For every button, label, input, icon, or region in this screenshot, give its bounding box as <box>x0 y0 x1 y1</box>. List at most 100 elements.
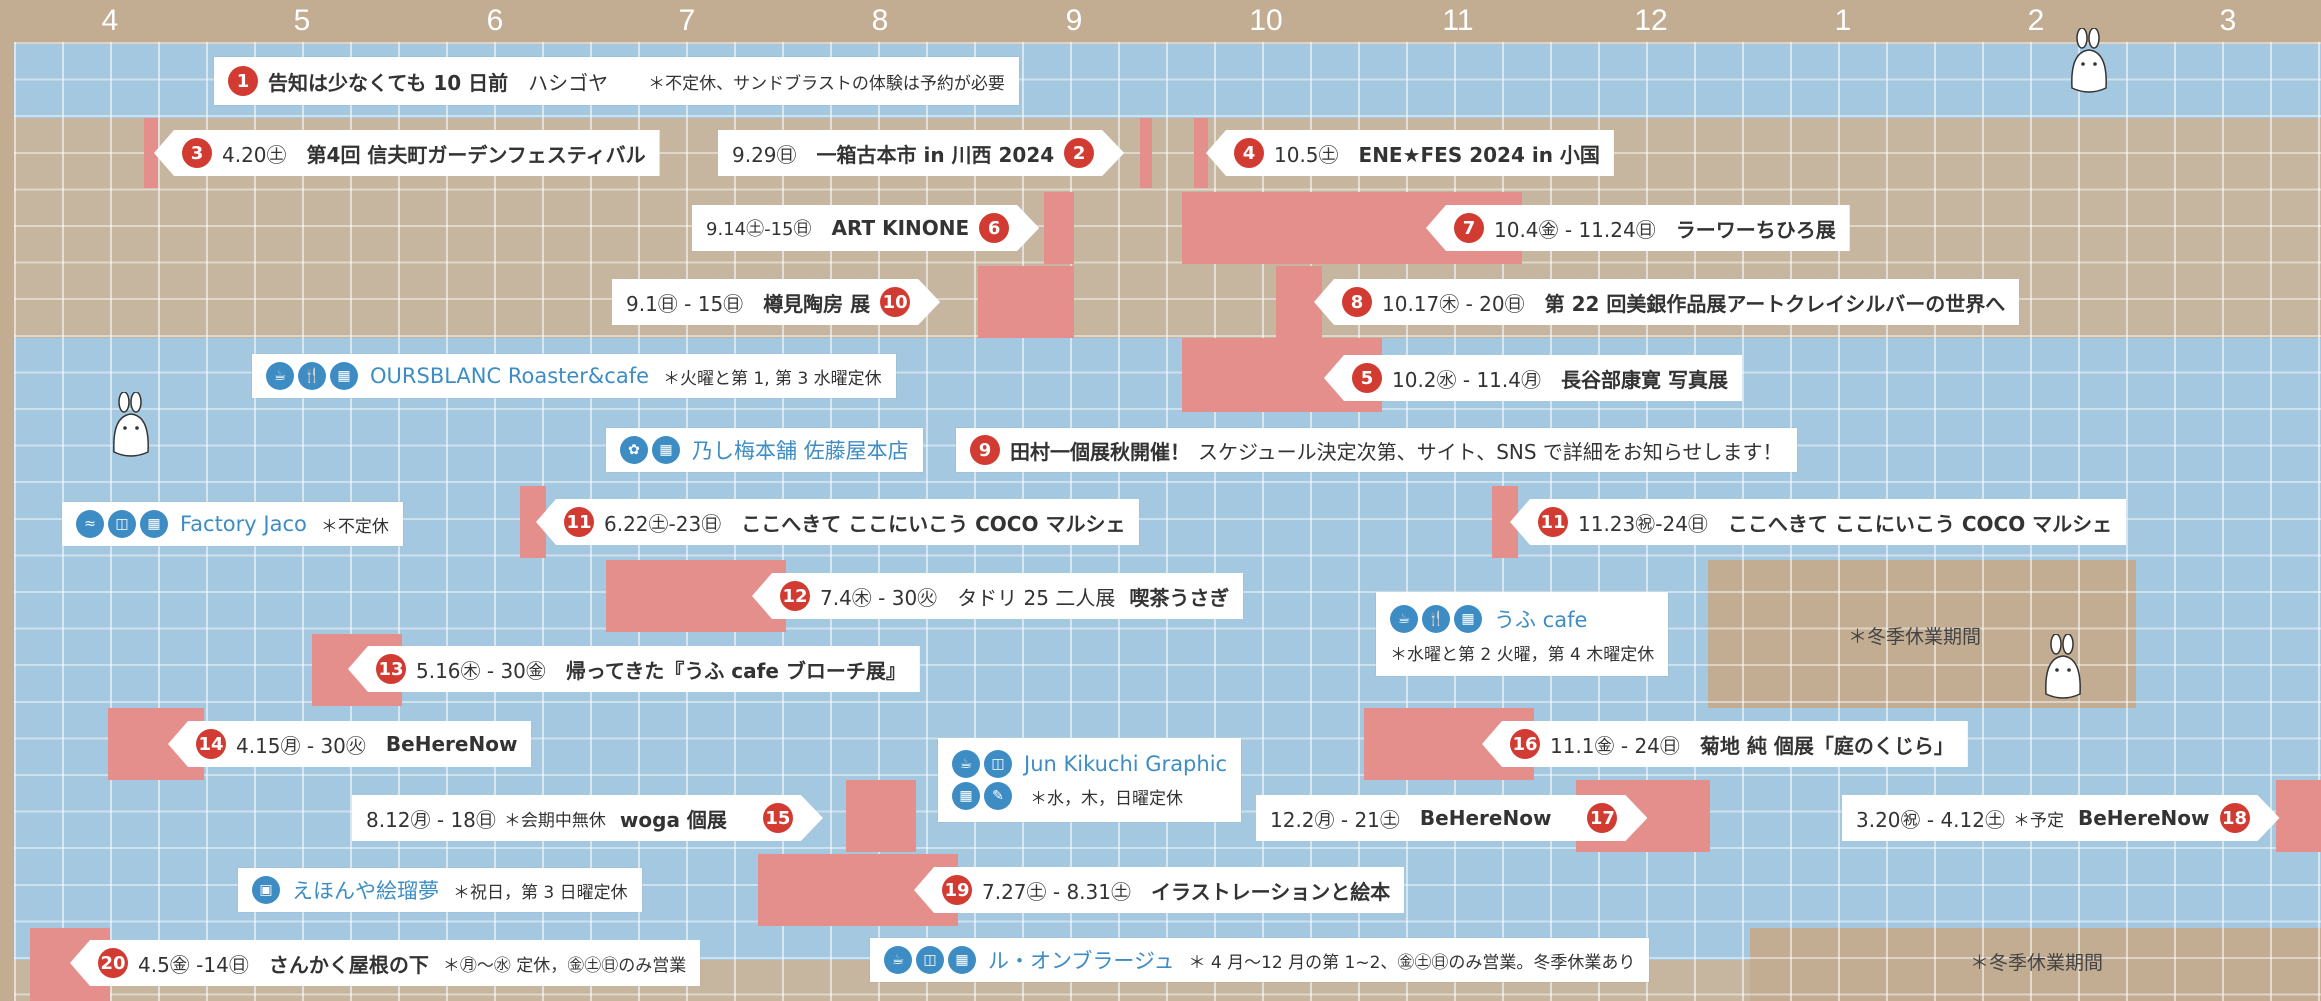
event-number-badge: 5 <box>1352 363 1382 393</box>
event-title: 第 22 回美銀作品展アートクレイシルバーの世界へ <box>1544 291 2006 316</box>
event-card[interactable]: 4 10.5㊏ ENE★FES 2024 in 小国 <box>1206 130 1614 176</box>
shop-note: ＊水，木，日曜定休 <box>1030 788 1183 809</box>
event-date: 7.4㊍ - 30㊋ <box>820 585 938 610</box>
month-label: 2 <box>2027 4 2045 37</box>
event-card[interactable]: 3.20㊗ - 4.12㊏ ＊予定 BeHereNow 18 <box>1842 795 2280 841</box>
event-number-badge: 11 <box>564 507 594 537</box>
cup-icon: ☕ <box>952 750 980 778</box>
duration-bar <box>978 266 1074 338</box>
event-card[interactable]: 20 4.5㊎ -14㊐ さんかく屋根の下 ＊㊊〜㊌ 定休，㊎㊏㊐のみ営業 <box>70 940 701 986</box>
event-card[interactable]: 14 4.15㊊ - 30㊋ BeHereNow <box>168 721 532 767</box>
shop-icon: ▦ <box>948 946 976 974</box>
event-number-badge: 6 <box>979 213 1009 243</box>
event-number-badge: 18 <box>2220 803 2250 833</box>
gallery-icon: ◫ <box>108 510 136 538</box>
gallery-icon: ◫ <box>916 946 944 974</box>
shop-note: ＊水曜と第 2 火曜，第 4 木曜定休 <box>1390 644 1655 665</box>
month-label: 10 <box>1249 4 1283 37</box>
event-number-badge: 7 <box>1454 213 1484 243</box>
event-title: 第4回 信夫町ガーデンフェスティバル <box>306 142 646 167</box>
event-date: 11.23㊗-24㊐ <box>1578 511 1708 536</box>
month-label: 3 <box>2219 4 2237 37</box>
event-card[interactable]: 12 7.4㊍ - 30㊋ タドリ 25 二人展 喫茶うさぎ <box>752 573 1244 619</box>
shop-card[interactable]: ≈ ◫ ▦ Factory Jaco ＊不定休 <box>62 502 403 546</box>
event-title: ART KINONE <box>831 216 970 240</box>
event-card[interactable]: 9.29㊐ 一箱古本市 in 川西 2024 2 <box>718 130 1124 176</box>
shop-card[interactable]: ✿ ▦ 乃し梅本舗 佐藤屋本店 <box>606 428 923 472</box>
gallery-icon: ◫ <box>984 750 1012 778</box>
duration-bar <box>2276 780 2321 852</box>
event-card[interactable]: 11 11.23㊗-24㊐ ここへきて ここにいこう COCO マルシェ <box>1510 499 2127 545</box>
event-date: 10.4㊎ - 11.24㊐ <box>1494 217 1656 242</box>
event-card[interactable]: 8.12㊊ - 18㊐ ＊会期中無休 woga 個展 15 <box>352 795 823 841</box>
event-date: 9.29㊐ <box>732 142 797 167</box>
event-card[interactable]: 19 7.27㊏ - 8.31㊏ イラストレーションと絵本 <box>914 867 1405 913</box>
event-number-badge: 8 <box>1342 287 1372 317</box>
cup-icon: ☕ <box>884 946 912 974</box>
event-card[interactable]: 8 10.17㊍ - 20㊐ 第 22 回美銀作品展アートクレイシルバーの世界へ <box>1314 279 2020 325</box>
month-label: 11 <box>1442 4 1474 37</box>
shop-note: ＊不定休 <box>320 516 389 537</box>
event-date: 12.2㊊ - 21㊏ <box>1270 807 1400 832</box>
event-number-badge: 16 <box>1510 729 1540 759</box>
event-card[interactable]: 7 10.4㊎ - 11.24㊐ ラーワーちひろ展 <box>1426 205 1850 251</box>
event-title: 帰ってきた『うふ cafe ブローチ展』 <box>565 658 906 683</box>
shop-name: Factory Jaco <box>180 512 307 536</box>
event-date: 4.5㊎ -14㊐ <box>138 952 249 977</box>
event-card[interactable]: 9.14㊏-15㊐ ART KINONE 6 <box>692 205 1039 251</box>
event-note: ＊不定休、サンドブラストの体験は予約が必要 <box>648 73 1005 94</box>
cup-icon: ☕ <box>1390 604 1418 633</box>
event-date: 10.17㊍ - 20㊐ <box>1382 291 1525 316</box>
event-title: さんかく屋根の下 <box>268 952 429 977</box>
month-label: 1 <box>1834 4 1852 37</box>
event-number-badge: 15 <box>763 803 793 833</box>
event-card[interactable]: 13 5.16㊍ - 30㊎ 帰ってきた『うふ cafe ブローチ展』 <box>348 646 920 692</box>
shop-name: えほんや絵瑠夢 <box>292 879 439 903</box>
event-date: 4.15㊊ - 30㊋ <box>236 733 366 758</box>
event-card[interactable]: 12.2㊊ - 21㊏ BeHereNow 17 <box>1256 795 1647 841</box>
book-icon: ▣ <box>252 876 280 904</box>
event-title: ここへきて ここにいこう COCO マルシェ <box>741 511 1126 536</box>
fork-knife-icon: 🍴 <box>1422 604 1450 633</box>
event-venue: タドリ 25 二人展 <box>957 585 1116 610</box>
event-number-badge: 2 <box>1064 138 1094 168</box>
event-card[interactable]: 11 6.22㊏-23㊐ ここへきて ここにいこう COCO マルシェ <box>536 499 1140 545</box>
event-title: 喫茶うさぎ <box>1129 585 1230 610</box>
shop-card[interactable]: ▣ えほんや絵瑠夢 ＊祝日，第 3 日曜定休 <box>238 868 642 912</box>
event-date: 10.5㊏ <box>1274 142 1339 167</box>
event-number-badge: 14 <box>196 729 226 759</box>
event-date: 3.20㊗ - 4.12㊏ <box>1856 807 2005 832</box>
event-date: 7.27㊏ - 8.31㊏ <box>982 879 1131 904</box>
event-number-badge: 10 <box>880 287 910 317</box>
shop-icon: ▦ <box>652 436 680 464</box>
bunny-icon <box>2045 634 2081 699</box>
event-title: ここへきて ここにいこう COCO マルシェ <box>1727 511 2113 536</box>
craft-icon: ≈ <box>76 510 104 538</box>
shop-name: ル・オンブラージュ <box>988 949 1175 973</box>
event-title: woga 個展 <box>619 807 727 832</box>
event-card[interactable]: 3 4.20㊏ 第4回 信夫町ガーデンフェスティバル <box>154 130 660 176</box>
event-title: ENE★FES 2024 in 小国 <box>1358 142 1600 167</box>
event-card[interactable]: 9 田村一個展秋開催！ スケジュール決定次第、サイト、SNS で詳細をお知らせし… <box>956 428 1797 472</box>
event-card[interactable]: 16 11.1㊎ - 24㊐ 菊地 純 個展「庭のくじら」 <box>1482 721 1968 767</box>
event-title: 田村一個展秋開催！ <box>1010 439 1190 464</box>
event-card[interactable]: 5 10.2㊌ - 11.4㊊ 長谷部康寛 写真展 <box>1324 355 1742 401</box>
shop-note: ＊火曜と第 1, 第 3 水曜定休 <box>663 368 882 389</box>
event-title: 一箱古本市 in 川西 2024 <box>816 142 1055 167</box>
event-card[interactable]: 9.1㊐ - 15㊐ 樽見陶房 展 10 <box>612 279 940 325</box>
shop-card[interactable]: ☕ 🍴 ▦ うふ cafe ＊水曜と第 2 火曜，第 4 木曜定休 <box>1376 592 1669 676</box>
event-date: 9.14㊏-15㊐ <box>706 219 812 240</box>
shop-card[interactable]: ☕ ◫ Jun Kikuchi Graphic ▦ ✎ ＊水，木，日曜定休 <box>938 738 1242 822</box>
shop-card[interactable]: ☕ 🍴 ▦ OURSBLANC Roaster&cafe ＊火曜と第 1, 第 … <box>252 354 896 398</box>
duration-bar <box>1140 118 1152 188</box>
shop-icon: ▦ <box>140 510 168 538</box>
event-title: BeHereNow <box>2078 806 2210 830</box>
craft-icon: ✿ <box>620 436 648 464</box>
bunny-icon <box>113 392 149 457</box>
shop-name: OURSBLANC Roaster&cafe <box>370 364 650 388</box>
craft-icon: ✎ <box>984 782 1012 810</box>
event-title: ラーワーちひろ展 <box>1675 217 1836 242</box>
event-card[interactable]: 1 告知は少なくても 10 日前 ハシゴヤ ＊不定休、サンドブラストの体験は予約… <box>214 57 1019 105</box>
event-number-badge: 20 <box>98 948 128 978</box>
shop-card[interactable]: ☕ ◫ ▦ ル・オンブラージュ ＊ 4 月〜12 月の第 1~2、㊎㊏㊐のみ営業… <box>870 938 1650 982</box>
